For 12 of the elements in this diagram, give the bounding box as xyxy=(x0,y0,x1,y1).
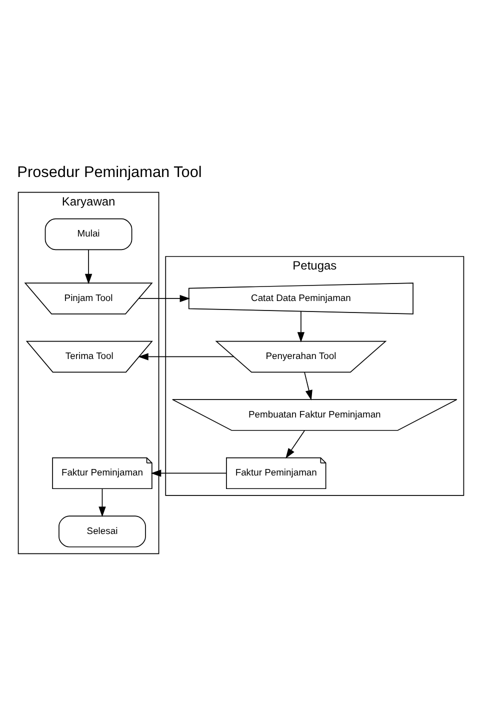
arrow xyxy=(84,248,92,284)
arrow xyxy=(297,310,305,342)
diagram-title: Prosedur Peminjaman Tool xyxy=(17,164,202,181)
arrow xyxy=(304,372,312,400)
node-box: Mulai xyxy=(44,218,132,250)
arrow xyxy=(286,430,305,458)
node-box: Selesai xyxy=(58,515,146,547)
node-box: Catat Data Peminjaman xyxy=(188,282,414,314)
arrow xyxy=(98,488,106,516)
arrow xyxy=(138,294,190,302)
arrow xyxy=(150,469,227,476)
arrow xyxy=(138,352,234,360)
